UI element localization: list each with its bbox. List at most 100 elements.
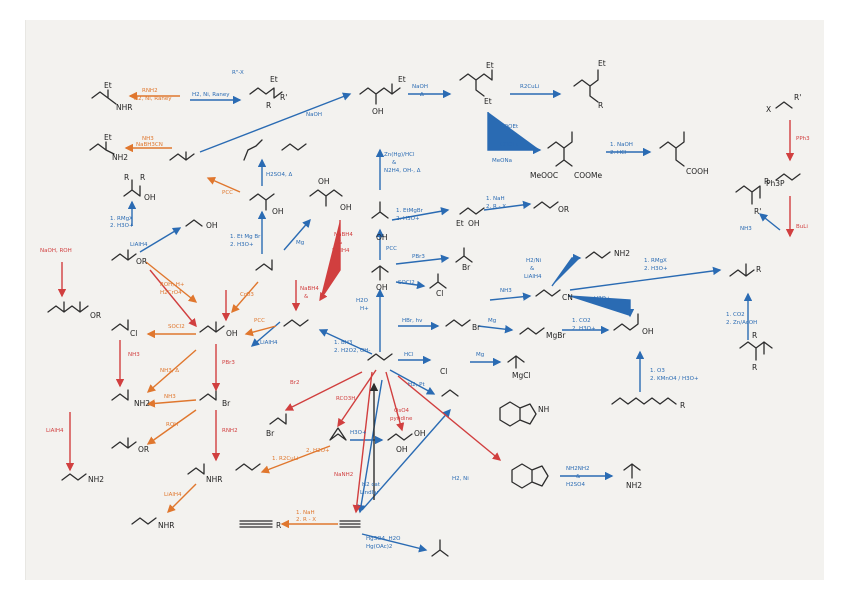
reagent-zn-hg-hcl: Zn(Hg)/HCl	[384, 152, 415, 158]
label-br: Br	[266, 429, 275, 438]
reagent-nah: 1. NaH	[486, 196, 505, 202]
reagent-and: &	[304, 294, 309, 300]
reagent-nh3: NH3	[740, 226, 752, 232]
reagent-nacn: NH3	[500, 288, 512, 294]
label-oh: OH	[318, 177, 330, 186]
label-oh: OH	[468, 219, 480, 228]
label-br: Br	[222, 399, 231, 408]
label-oh: OH	[144, 193, 156, 202]
reagent-and: &	[576, 474, 581, 480]
reagent-pcc: PCC	[254, 318, 265, 324]
label-oh: OH	[272, 207, 284, 216]
label-et: Et	[398, 75, 406, 84]
arrow-pcc-orange	[206, 176, 241, 193]
isopropyl-mgcl-molecule	[507, 355, 525, 369]
reagent-r-x: R"-X	[232, 70, 244, 76]
arrow-br2	[284, 371, 363, 411]
carboxylic-acid-molecule	[199, 321, 225, 333]
arrow-cro3	[231, 281, 259, 314]
reagent-hbr-hv: HBr, hv	[402, 318, 423, 324]
label-et: Et	[270, 75, 278, 84]
reagent-rnh2: RNH2	[222, 428, 238, 434]
label-r: R	[752, 331, 757, 340]
propanol-molecule	[185, 219, 203, 227]
label-mgbr: MgBr	[546, 331, 566, 340]
ketone-molecule	[169, 151, 195, 161]
nitrile-molecule	[535, 289, 561, 297]
arrow-rmgx-nitrile	[569, 266, 722, 291]
acetone-molecule	[431, 539, 449, 557]
reagent-wolff-kishner: N2H4, OH-, Δ	[384, 168, 421, 174]
central-ketone-molecule	[371, 201, 389, 219]
reagent-n2h4: NH2NH2	[566, 466, 590, 472]
isopropyl-bromide-molecule	[455, 247, 473, 263]
arrow-nh3-bromide-orange	[146, 399, 197, 408]
reagent-h2o2: 2. H2O2, OH-	[334, 348, 370, 354]
reagent-r-x: 2. R - X	[296, 517, 316, 523]
propylamine-bottom-molecule	[61, 473, 87, 481]
label-or: OR	[558, 205, 569, 214]
arrow-etmgbr-ketone	[391, 207, 450, 221]
arrow-oso4	[385, 371, 405, 432]
label-br: Br	[462, 263, 471, 272]
reagent-lialh4: LiAlH4	[46, 428, 64, 434]
label-x: X	[766, 105, 771, 114]
conjugate-adduct-molecule	[573, 69, 599, 103]
label-oh: OH	[414, 429, 426, 438]
label-oh: OH	[376, 283, 388, 292]
label-r: R	[752, 363, 757, 372]
reagent-co2: 1. CO2	[572, 318, 591, 324]
tertiary-alcohol-r-molecule	[123, 179, 141, 197]
reagent-zn-acoh: 2. Zn/AcOH	[726, 320, 757, 326]
label-nh2: NH2	[614, 249, 630, 258]
reagent-hcl: 2. HCl	[610, 150, 627, 156]
reagent-naoh: NaOH	[412, 84, 428, 90]
arrow-ester-lialh4-red	[149, 269, 197, 328]
reagent-lialh4: LiAlH4	[524, 274, 542, 280]
reagent-labels: RNH2 H2, Ni, Raney NH3 NaBH3CN PCC ROH, …	[40, 70, 810, 550]
reagent-h2-ni-raney: H2, Ni, Raney	[192, 92, 230, 98]
tertiary-alcohol-et-molecule	[249, 193, 275, 211]
terminal-alkyne-molecule	[339, 520, 361, 528]
cis-alkene-molecule	[243, 139, 263, 161]
label-et: Et	[104, 81, 112, 90]
wittig-alkene-molecule	[735, 185, 761, 205]
arrow-nacn	[489, 292, 532, 301]
label-ph3p: Ph3P	[766, 179, 785, 188]
arrow-wittig	[758, 213, 781, 231]
reagent-bh3: 1. BH3	[334, 340, 353, 346]
amine-nhr-molecule	[91, 89, 117, 105]
isopropanol-molecule	[371, 265, 389, 281]
epoxide-molecule	[329, 427, 347, 441]
arrows	[57, 89, 795, 553]
reagent-and: &	[338, 240, 343, 246]
propylamine-molecule	[585, 251, 611, 259]
reagent-etmgbr: 1. EtMgBr	[396, 208, 424, 214]
reagent-h2so4: H2SO4, Δ	[266, 172, 292, 178]
reagent-mg: Mg	[296, 240, 304, 246]
isopropyl-chloride-molecule	[429, 273, 447, 289]
reagent-lialh4: LiAlH4	[332, 248, 350, 254]
reagent-nabh3cn: NaBH3CN	[136, 142, 163, 148]
diethyl-alcohol-molecule	[309, 189, 343, 207]
label-br: Br	[472, 323, 481, 332]
label-r: R	[756, 265, 761, 274]
primary-alcohol-molecule	[283, 319, 309, 327]
alkyl-bromide-left-molecule	[199, 389, 217, 401]
reagent-rmgx: 1. RMgX	[644, 258, 667, 264]
alkyl-halide-xr-molecule	[775, 101, 793, 109]
arrow-mg	[283, 218, 311, 251]
internal-alkyne-molecule	[239, 520, 273, 528]
label-nhr: NHR	[206, 475, 222, 484]
arrow-gabriel	[397, 375, 502, 461]
label-r-prime: R'	[794, 93, 801, 102]
dibromide-molecule	[269, 413, 287, 425]
arrow-h2pt	[389, 369, 436, 395]
reagent-nah: 1. NaH	[296, 510, 315, 516]
reagent-rmgx: 1. RMgX	[110, 216, 133, 222]
label-r-prime: R'	[280, 93, 287, 102]
label-oh: OH	[340, 203, 352, 212]
reagent-r-x: 2. R - X	[486, 204, 506, 210]
beta-ketoester-molecule	[47, 301, 89, 313]
reagent-o3: 1. CO2	[726, 312, 745, 318]
